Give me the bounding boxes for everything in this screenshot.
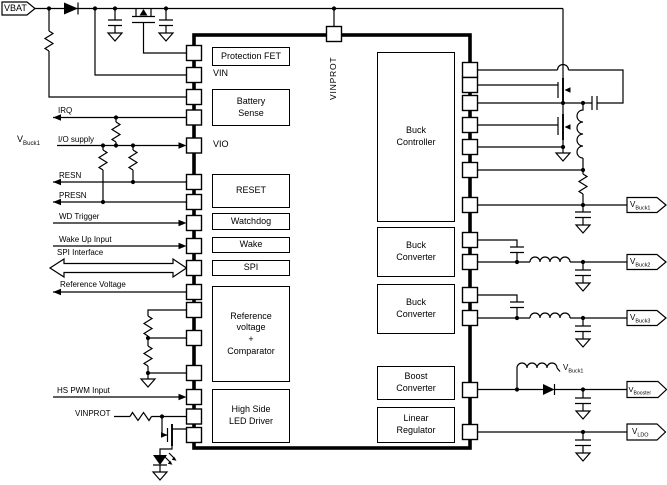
buck-lowside-mosfet <box>477 103 571 153</box>
comparator-divider <box>142 309 187 379</box>
vbat-rail-wire <box>35 7 564 80</box>
hs-pwm-wire <box>53 393 187 401</box>
wd-trigger-label: WD Trigger <box>59 211 100 221</box>
block-buck-converter-1: Buck Converter <box>377 227 455 277</box>
vbat-flag <box>1 1 36 16</box>
wake-up-label: Wake Up Input <box>59 234 112 244</box>
bootstrap-wire <box>477 63 624 110</box>
input-capacitor-2 <box>159 8 173 33</box>
buck3-circuit <box>477 294 667 339</box>
vbooster-output-label: VBooster <box>628 385 652 397</box>
block-reset: RESET <box>212 174 290 208</box>
vinprot-label: VINPROT <box>75 408 111 418</box>
block-wake: Wake <box>212 237 290 253</box>
vin-pin-label: VIN <box>213 68 229 78</box>
boost-input-net-label: VBuck1 <box>563 362 584 375</box>
presn-wire <box>53 198 187 206</box>
reference-voltage-label: Reference Voltage <box>60 280 126 289</box>
vldo-output-label: VLDO <box>632 427 649 439</box>
boost-circuit <box>477 362 667 411</box>
block-linear-regulator: Linear Regulator <box>377 407 455 443</box>
wake-up-wire <box>53 242 187 250</box>
block-buck-converter-2: Buck Converter <box>377 284 455 334</box>
junction-dots <box>46 6 586 435</box>
vinprot-gate-resistor <box>114 411 187 438</box>
block-reference-comparator: Reference voltage + Comparator <box>212 286 290 382</box>
buck2-circuit <box>477 239 667 283</box>
input-capacitor-1 <box>108 8 122 33</box>
vin-wire <box>94 8 187 76</box>
buck-highside-mosfet <box>477 78 571 103</box>
wd-trigger-wire <box>53 219 187 227</box>
vbuck1-output-label: VBuck1 <box>630 200 651 212</box>
spi-label: SPI Interface <box>57 248 104 257</box>
reference-voltage-wire <box>53 288 187 296</box>
led-driver-mosfet <box>159 424 187 455</box>
ground-symbols <box>106 32 592 481</box>
battery-sense-resistor <box>43 8 187 98</box>
protection-fet-mosfet <box>132 8 187 54</box>
block-protection-fet: Protection FET <box>212 47 290 66</box>
io-supply-label: I/O supply <box>58 134 95 144</box>
vio-pin-label: VIO <box>213 138 229 149</box>
feedback-resistor <box>477 169 589 205</box>
led <box>153 452 177 472</box>
block-watchdog: Watchdog <box>212 213 290 230</box>
resn-wire <box>53 178 187 186</box>
presn-label: PRESN <box>59 190 87 200</box>
vinprot-top-pin-label: VINPROT <box>328 56 338 100</box>
block-buck-controller: Buck Controller <box>377 52 455 222</box>
ic-pins <box>185 25 479 444</box>
buck-controller-inductor <box>576 103 584 170</box>
vbuck3-output-label: VBuck3 <box>630 313 651 325</box>
hs-pwm-label: HS PWM Input <box>57 385 110 395</box>
block-spi: SPI <box>212 260 290 276</box>
vbat-label: VBAT <box>4 2 27 13</box>
spi-bus-arrow <box>48 257 188 279</box>
block-boost-converter: Boost Converter <box>377 366 455 400</box>
resn-label: RESN <box>59 170 82 180</box>
vbuck1-output <box>477 196 667 225</box>
ldo-circuit <box>477 423 667 453</box>
irq-label: IRQ <box>58 106 73 115</box>
block-battery-sense: Battery Sense <box>212 89 290 126</box>
block-led-driver: High Side LED Driver <box>212 389 290 443</box>
reverse-diode <box>64 2 79 15</box>
io-supply-net-label: VBuck1 <box>17 134 40 147</box>
vbuck2-output-label: VBuck2 <box>630 257 651 269</box>
